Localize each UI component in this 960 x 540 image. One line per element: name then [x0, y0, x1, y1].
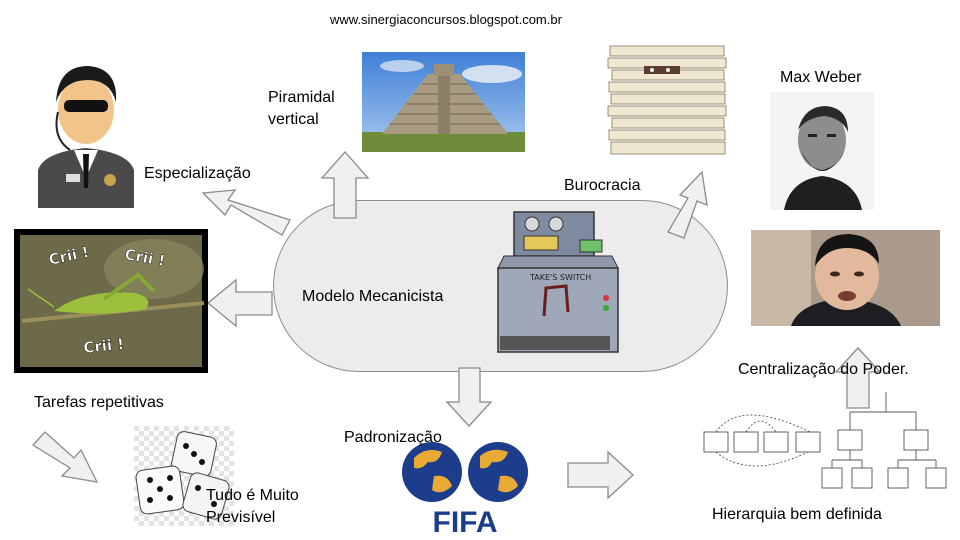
hierarchy-diagram: [703, 392, 947, 489]
paper-stack-image: [606, 42, 730, 158]
arrow-to-hierarquia: [567, 450, 634, 500]
source-url: www.sinergiaconcursos.blogspot.com.br: [330, 12, 562, 27]
pyramid-image: [362, 52, 525, 152]
arrow-down-padronizacao: [445, 367, 493, 427]
arrow-to-burocracia: [667, 170, 708, 239]
previsivel-label-1: Tudo é Muito: [206, 487, 299, 504]
arrow-to-dice: [31, 431, 99, 483]
max-weber-label: Max Weber: [780, 69, 862, 86]
cricket-text-3: Crii !: [83, 335, 125, 357]
tarefas-label: Tarefas repetitivas: [34, 394, 164, 411]
centralizacao-label: Centralização do Poder.: [738, 361, 909, 378]
max-weber-image: [770, 92, 874, 210]
piramidal-label-1: Piramidal: [268, 89, 335, 106]
officer-image: [38, 66, 134, 208]
dice-image: [134, 426, 234, 526]
machine-image: TAKE'S SWITCH: [494, 208, 631, 358]
padronizacao-label: Padronização: [344, 429, 442, 446]
arrow-to-tarefas: [206, 278, 273, 328]
arrow-to-especializacao: [201, 189, 291, 236]
center-label: Modelo Mecanicista: [302, 288, 444, 305]
fifa-logo: FIFA: [402, 442, 528, 536]
previsivel-label-2: Previsível: [206, 509, 276, 526]
hierarquia-label: Hierarquia bem definida: [712, 506, 882, 523]
fifa-text: FIFA: [433, 506, 498, 536]
arrow-up-pyramid: [320, 151, 370, 219]
leader-image: [751, 230, 940, 326]
machine-text: TAKE'S SWITCH: [529, 273, 591, 282]
arrow-up-centralizacao: [834, 347, 882, 409]
piramidal-label-2: vertical: [268, 111, 319, 128]
especializacao-label: Especialização: [144, 165, 251, 182]
burocracia-label: Burocracia: [564, 177, 641, 194]
cricket-image: Crii ! Crii ! Crii !: [14, 229, 208, 373]
